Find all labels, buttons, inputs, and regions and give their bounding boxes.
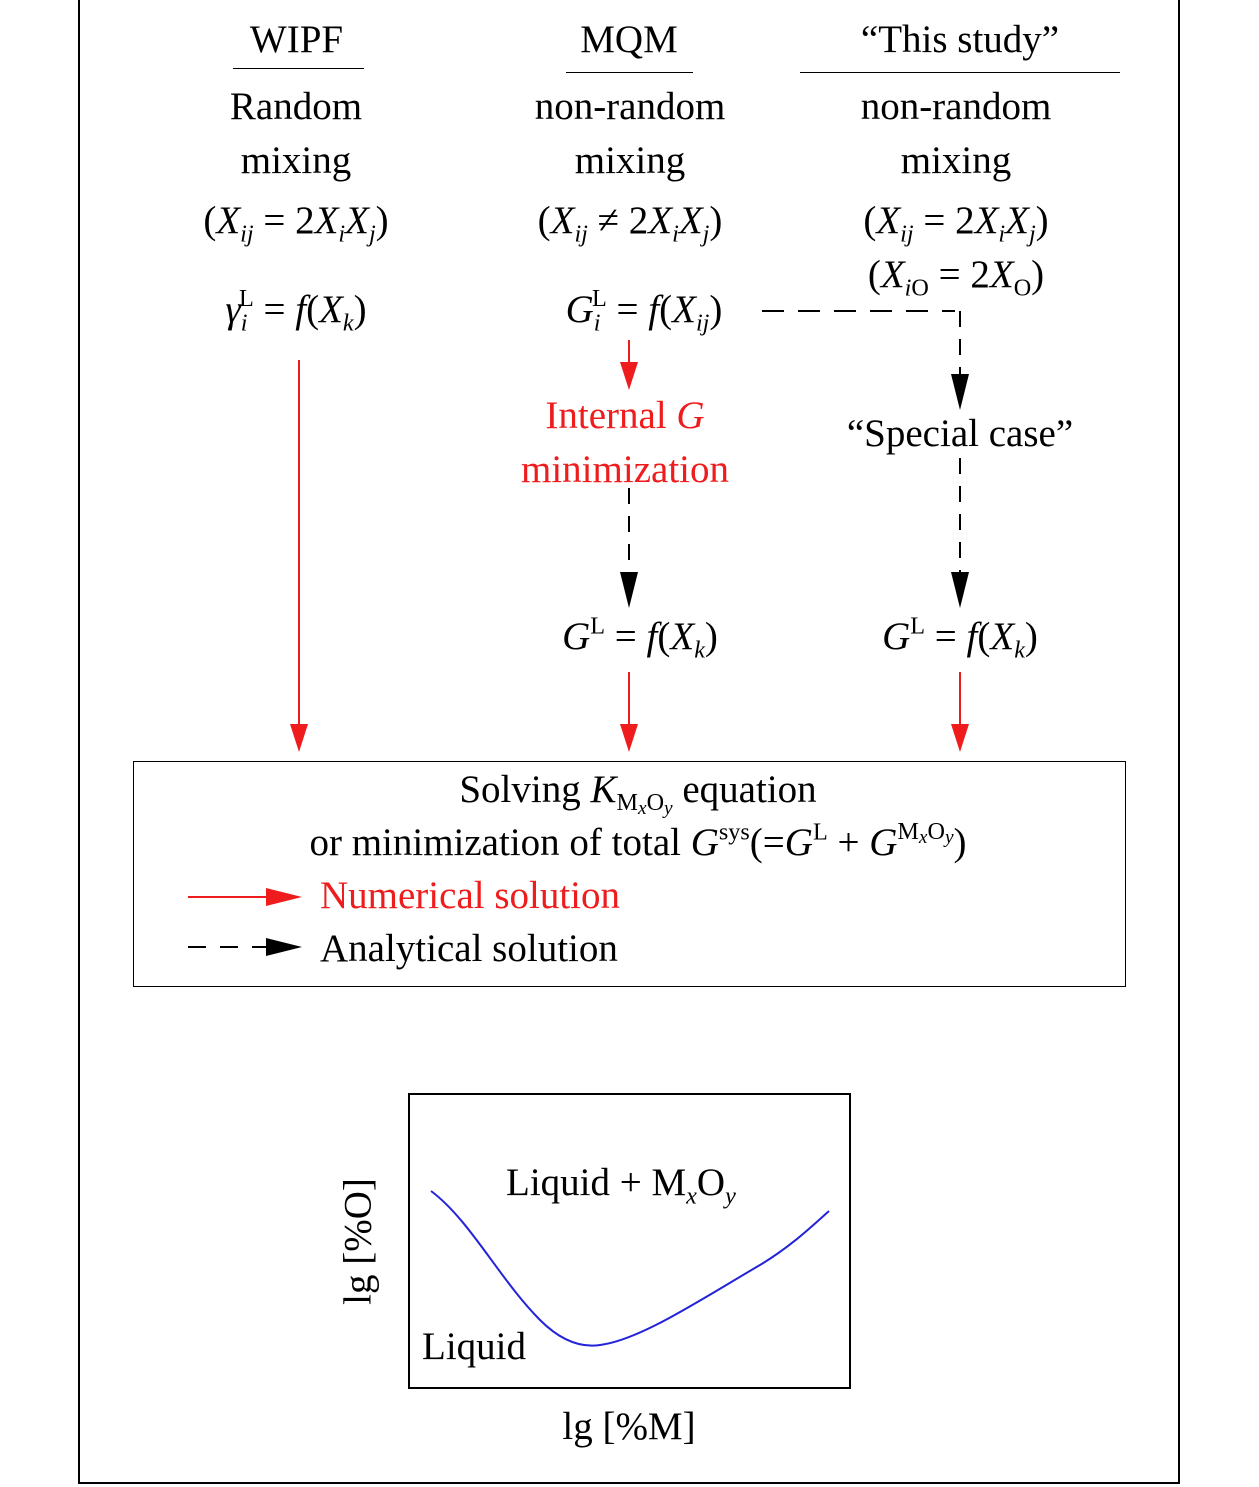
legend-analytical-label: Analytical solution bbox=[320, 927, 618, 970]
study-mixing-word: mixing bbox=[900, 139, 1012, 182]
figure-frame bbox=[78, 0, 1180, 1484]
internal-g-minimization-line1: Internal G bbox=[545, 394, 705, 437]
schematic-plot-frame bbox=[408, 1093, 851, 1389]
mqm-mixing-type: non-random bbox=[534, 85, 726, 128]
solubility-curve bbox=[430, 1190, 830, 1347]
mqm-arrowhead-bottom bbox=[620, 724, 638, 752]
wipf-arrowhead bbox=[290, 724, 308, 752]
plot-region-lower: Liquid bbox=[422, 1325, 526, 1368]
study-arrowhead-mid bbox=[951, 572, 969, 608]
mqm-gi-equation: GiL = f(Xij) bbox=[565, 285, 723, 337]
header-wipf: WIPF bbox=[249, 18, 344, 61]
legend-numerical-arrowhead bbox=[266, 888, 302, 906]
solver-line2: or minimization of total Gsys(=GL + GMxO… bbox=[309, 818, 967, 864]
wipf-mixing-type: Random bbox=[229, 85, 363, 128]
mqm-gl-equation: GL = f(Xk) bbox=[562, 612, 718, 664]
plot-xlabel: lg [%M] bbox=[562, 1405, 696, 1448]
mqm-mixing-equation: (Xij ≠ 2XiXj) bbox=[537, 199, 723, 248]
header-rule-this-study bbox=[800, 72, 1120, 73]
special-case-label: “Special case” bbox=[846, 412, 1074, 455]
plot-ylabel: lg [%O] bbox=[336, 1178, 380, 1305]
header-mqm: MQM bbox=[580, 18, 678, 61]
wipf-mixing-equation: (Xij = 2XiXj) bbox=[203, 199, 389, 248]
legend-analytical-arrowhead bbox=[266, 938, 302, 956]
solver-legend-box bbox=[133, 761, 1126, 987]
header-this-study: “This study” bbox=[860, 18, 1060, 61]
mqm-arrowhead-mid bbox=[620, 572, 638, 608]
internal-g-minimization-line2: minimization bbox=[521, 448, 729, 491]
study-mixing-equation-1: (Xij = 2XiXj) bbox=[863, 199, 1049, 248]
header-rule-wipf bbox=[233, 68, 364, 69]
mqm-mixing-word: mixing bbox=[574, 139, 686, 182]
wipf-gamma-equation: γiL = f(Xk) bbox=[225, 285, 367, 337]
wipf-mixing-word: mixing bbox=[240, 139, 352, 182]
legend-numerical-label: Numerical solution bbox=[320, 874, 621, 917]
mqm-arrowhead-top bbox=[620, 362, 638, 390]
header-rule-mqm bbox=[566, 72, 693, 73]
solver-line1: Solving KMxOy equation bbox=[459, 768, 817, 820]
study-mixing-equation-2: (XiO = 2XO) bbox=[867, 253, 1045, 302]
plot-region-upper: Liquid + MxOy bbox=[506, 1161, 736, 1210]
study-arrowhead-special bbox=[951, 374, 969, 410]
study-mixing-type: non-random bbox=[860, 85, 1052, 128]
study-gl-equation: GL = f(Xk) bbox=[882, 612, 1038, 664]
study-arrowhead-bottom bbox=[951, 724, 969, 752]
